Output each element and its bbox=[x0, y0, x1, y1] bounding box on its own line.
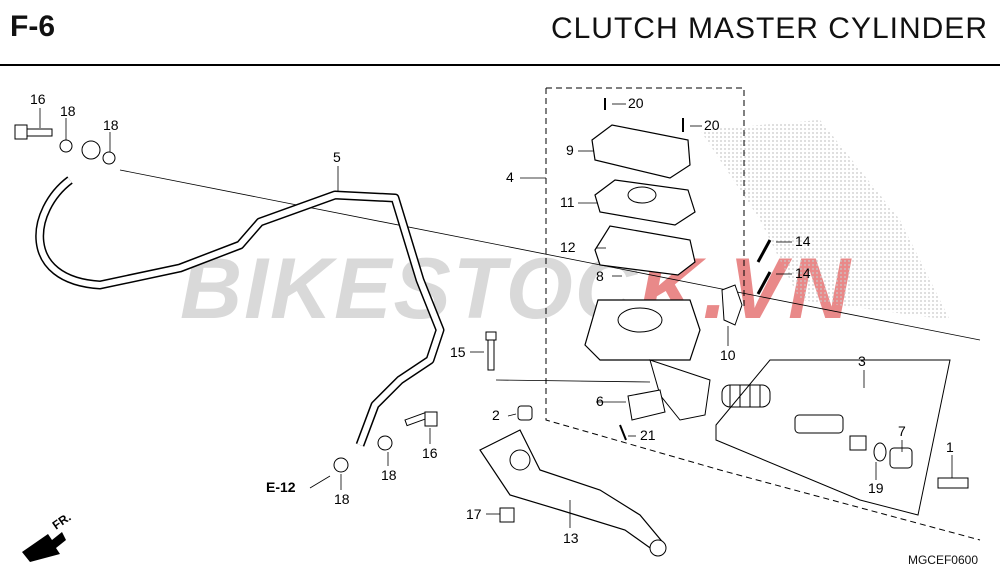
label-17: 17 bbox=[466, 506, 482, 522]
front-arrow-icon bbox=[22, 532, 66, 562]
label-6: 6 bbox=[596, 393, 604, 409]
label-20-b: 20 bbox=[704, 117, 720, 133]
front-label: FR. bbox=[50, 510, 74, 533]
bolt-14a bbox=[756, 239, 772, 263]
label-9: 9 bbox=[566, 142, 574, 158]
label-15: 15 bbox=[450, 344, 466, 360]
oil-bolt-16-top bbox=[14, 124, 53, 140]
label-5: 5 bbox=[333, 149, 341, 165]
label-18-b: 18 bbox=[103, 117, 119, 133]
push-rod-1 bbox=[937, 477, 969, 489]
label-11: 11 bbox=[560, 194, 575, 210]
piston bbox=[794, 414, 844, 434]
master-cylinder-body bbox=[584, 299, 711, 421]
label-18-d: 18 bbox=[381, 467, 397, 483]
piston-spring bbox=[721, 384, 771, 408]
piston-cup bbox=[849, 435, 867, 451]
label-19: 19 bbox=[868, 480, 884, 496]
pivot-cap bbox=[517, 405, 533, 421]
leader-lines bbox=[39, 103, 953, 528]
label-14-b: 14 bbox=[795, 265, 811, 281]
clutch-hose-outline bbox=[35, 176, 445, 447]
label-10: 10 bbox=[720, 347, 736, 363]
page-title: CLUTCH MASTER CYLINDER bbox=[550, 12, 988, 45]
clutch-switch bbox=[627, 389, 666, 421]
label-20-a: 20 bbox=[628, 95, 644, 111]
label-16-top: 16 bbox=[30, 91, 46, 107]
hose-eye-top bbox=[81, 140, 101, 160]
label-21: 21 bbox=[640, 427, 656, 443]
label-8: 8 bbox=[596, 268, 604, 284]
page-header: F-6 CLUTCH MASTER CYLINDER bbox=[0, 0, 1000, 66]
label-12: 12 bbox=[560, 239, 576, 255]
label-7: 7 bbox=[898, 423, 906, 439]
pivot-bolt-15 bbox=[485, 331, 497, 371]
clutch-hose bbox=[36, 177, 443, 447]
ref-e12: E-12 bbox=[266, 479, 296, 495]
label-3: 3 bbox=[858, 353, 866, 369]
circlip-19 bbox=[873, 442, 887, 462]
lever-holder bbox=[721, 284, 743, 326]
pivot-guide bbox=[495, 379, 651, 383]
reservoir-cap bbox=[591, 124, 691, 179]
label-2: 2 bbox=[492, 407, 500, 423]
guide-line bbox=[119, 169, 981, 341]
assembly-3-box bbox=[715, 359, 951, 516]
boot-7 bbox=[889, 447, 913, 469]
sealing-washer-18b bbox=[102, 151, 116, 165]
bolt-14b bbox=[756, 271, 772, 295]
header-divider bbox=[0, 64, 1000, 66]
sealing-washer-18c bbox=[333, 457, 349, 473]
logo-dots bbox=[700, 120, 950, 320]
oil-bolt-16-bottom bbox=[404, 411, 438, 427]
label-1: 1 bbox=[946, 439, 954, 455]
bolt-17 bbox=[499, 507, 515, 523]
assembly-4-bracket bbox=[546, 87, 745, 306]
diagram-code: MGCEF0600 bbox=[907, 553, 978, 567]
label-16-bottom: 16 bbox=[422, 445, 438, 461]
label-18-a: 18 bbox=[60, 103, 76, 119]
diaphragm bbox=[594, 225, 696, 276]
lever-ball-end bbox=[649, 539, 667, 557]
section-code: F-6 bbox=[10, 10, 55, 43]
label-4: 4 bbox=[506, 169, 514, 185]
lever-pivot-bushing bbox=[509, 449, 531, 471]
label-14-a: 14 bbox=[795, 233, 811, 249]
label-13: 13 bbox=[563, 530, 579, 546]
set-plate-hole bbox=[627, 186, 657, 204]
screw-21 bbox=[619, 424, 627, 441]
sealing-washer-18d bbox=[377, 435, 393, 451]
label-18-c: 18 bbox=[334, 491, 350, 507]
sealing-washer-18a bbox=[59, 139, 73, 153]
